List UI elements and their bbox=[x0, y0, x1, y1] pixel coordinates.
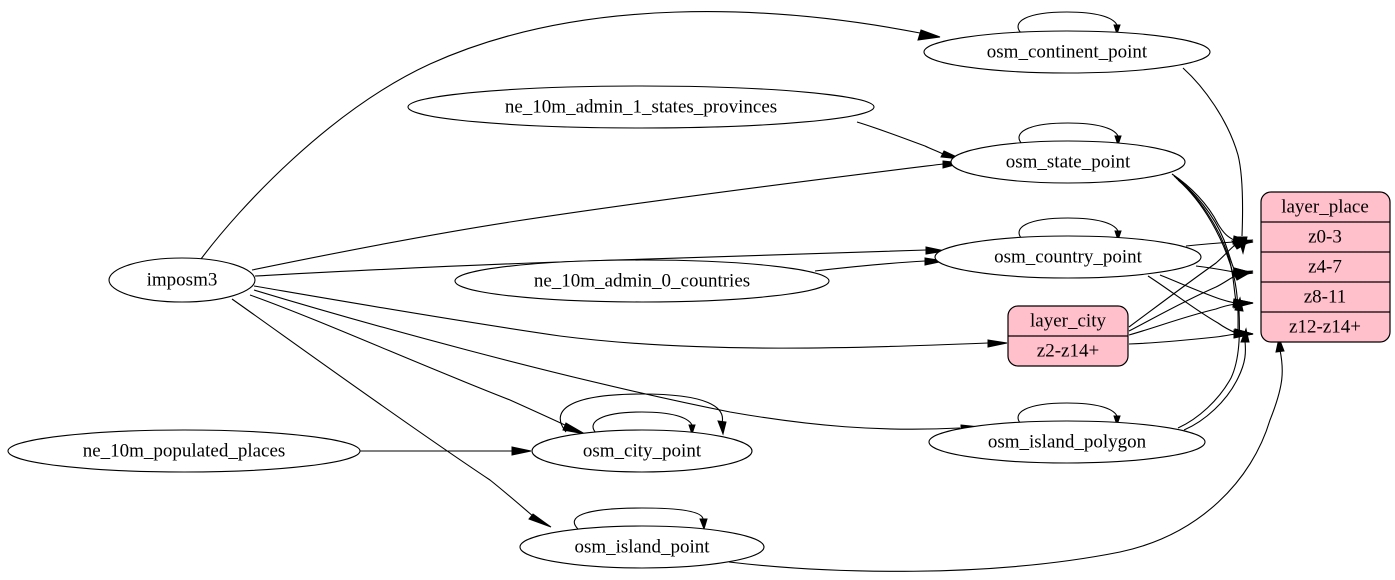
node-osm_city_point[interactable]: osm_city_point bbox=[531, 429, 753, 473]
edge-self-osm_state_point bbox=[1018, 122, 1122, 147]
edge-osm_island_point-to-layer_place-z12-z14 bbox=[728, 336, 1285, 572]
node-osm_island_polygon[interactable]: osm_island_polygon bbox=[928, 420, 1206, 464]
edge-self-osm_continent_point bbox=[1017, 11, 1121, 36]
node-osm_island_point-label: osm_island_point bbox=[574, 536, 710, 557]
node-ne_10m_admin_1_states_provinces-label: ne_10m_admin_1_states_provinces bbox=[505, 96, 777, 117]
node-osm_island_polygon-label: osm_island_polygon bbox=[988, 431, 1147, 452]
edge-self-osm_island_point bbox=[573, 507, 708, 531]
record-layer_city-row-z2-z14[interactable]: z2-z14+ bbox=[1037, 340, 1099, 361]
node-imposm3[interactable]: imposm3 bbox=[108, 257, 256, 303]
record-layer_city-title: layer_city bbox=[1030, 310, 1106, 331]
record-layer_place[interactable]: layer_place z0-3 z4-7 z8-11 z12-z14+ bbox=[1260, 191, 1391, 343]
node-ne_10m_admin_1_states_provinces[interactable]: ne_10m_admin_1_states_provinces bbox=[407, 85, 875, 129]
edge-self-osm_country_point bbox=[1018, 217, 1122, 242]
record-layer: layer_city z2-z14+ layer_place z0-3 z4-7… bbox=[1007, 191, 1391, 367]
record-layer_place-title: layer_place bbox=[1281, 196, 1369, 217]
node-osm_state_point-label: osm_state_point bbox=[1006, 151, 1131, 172]
node-osm_island_point[interactable]: osm_island_point bbox=[519, 525, 765, 569]
edge-layer bbox=[200, 11, 1285, 572]
edge-self-osm_city_point-outer bbox=[559, 393, 727, 436]
node-osm_continent_point-label: osm_continent_point bbox=[987, 41, 1148, 62]
edge-ne_places-to-osm_city_point bbox=[360, 446, 532, 456]
record-layer_place-row-z0-3[interactable]: z0-3 bbox=[1308, 226, 1342, 247]
edge-osm_island_polygon-to-layer_place-z8-11 bbox=[1177, 296, 1244, 429]
node-osm_country_point[interactable]: osm_country_point bbox=[934, 235, 1202, 279]
node-layer: imposm3 ne_10m_admin_1_states_provinces … bbox=[7, 30, 1211, 569]
node-osm_country_point-label: osm_country_point bbox=[994, 246, 1142, 267]
node-ne_10m_admin_0_countries[interactable]: ne_10m_admin_0_countries bbox=[454, 259, 830, 303]
node-osm_city_point-label: osm_city_point bbox=[583, 440, 702, 461]
node-ne_10m_admin_0_countries-label: ne_10m_admin_0_countries bbox=[534, 270, 750, 291]
edge-self-osm_island_polygon bbox=[1017, 402, 1121, 427]
node-osm_state_point[interactable]: osm_state_point bbox=[950, 140, 1186, 184]
edge-imposm3-to-osm_island_polygon bbox=[253, 289, 981, 433]
node-osm_continent_point[interactable]: osm_continent_point bbox=[923, 30, 1211, 74]
edge-layer_city-to-layer_place-z4-7 bbox=[1128, 270, 1254, 332]
edge-imposm3-to-osm_island_point bbox=[231, 298, 552, 528]
record-layer_place-row-z4-7[interactable]: z4-7 bbox=[1308, 256, 1342, 277]
node-ne_10m_populated_places-label: ne_10m_populated_places bbox=[83, 440, 286, 461]
record-layer_place-row-z8-11[interactable]: z8-11 bbox=[1304, 286, 1347, 307]
edge-ne_states-to-osm_state_point bbox=[856, 121, 962, 160]
record-layer_place-row-z12-z14[interactable]: z12-z14+ bbox=[1289, 316, 1361, 337]
node-imposm3-label: imposm3 bbox=[147, 269, 218, 290]
node-ne_10m_populated_places[interactable]: ne_10m_populated_places bbox=[7, 429, 361, 473]
edge-layer_city-to-layer_place-z0-3 bbox=[1128, 239, 1254, 328]
edge-imposm3-to-layer_city bbox=[253, 285, 1008, 349]
edge-osm_island_polygon-to-layer_place-z12-z14 bbox=[1183, 327, 1250, 431]
edge-self-osm_city_point bbox=[592, 411, 696, 436]
edge-imposm3-to-osm_city_point bbox=[249, 294, 586, 435]
edge-ne_countries-to-osm_country_point bbox=[814, 257, 945, 272]
record-layer_city[interactable]: layer_city z2-z14+ bbox=[1007, 305, 1129, 367]
edge-imposm3-to-osm_state_point bbox=[251, 160, 963, 271]
edge-imposm3-to-osm_continent_point bbox=[200, 11, 941, 260]
edge-layer_city-to-layer_place-z12-z14 bbox=[1128, 329, 1254, 345]
